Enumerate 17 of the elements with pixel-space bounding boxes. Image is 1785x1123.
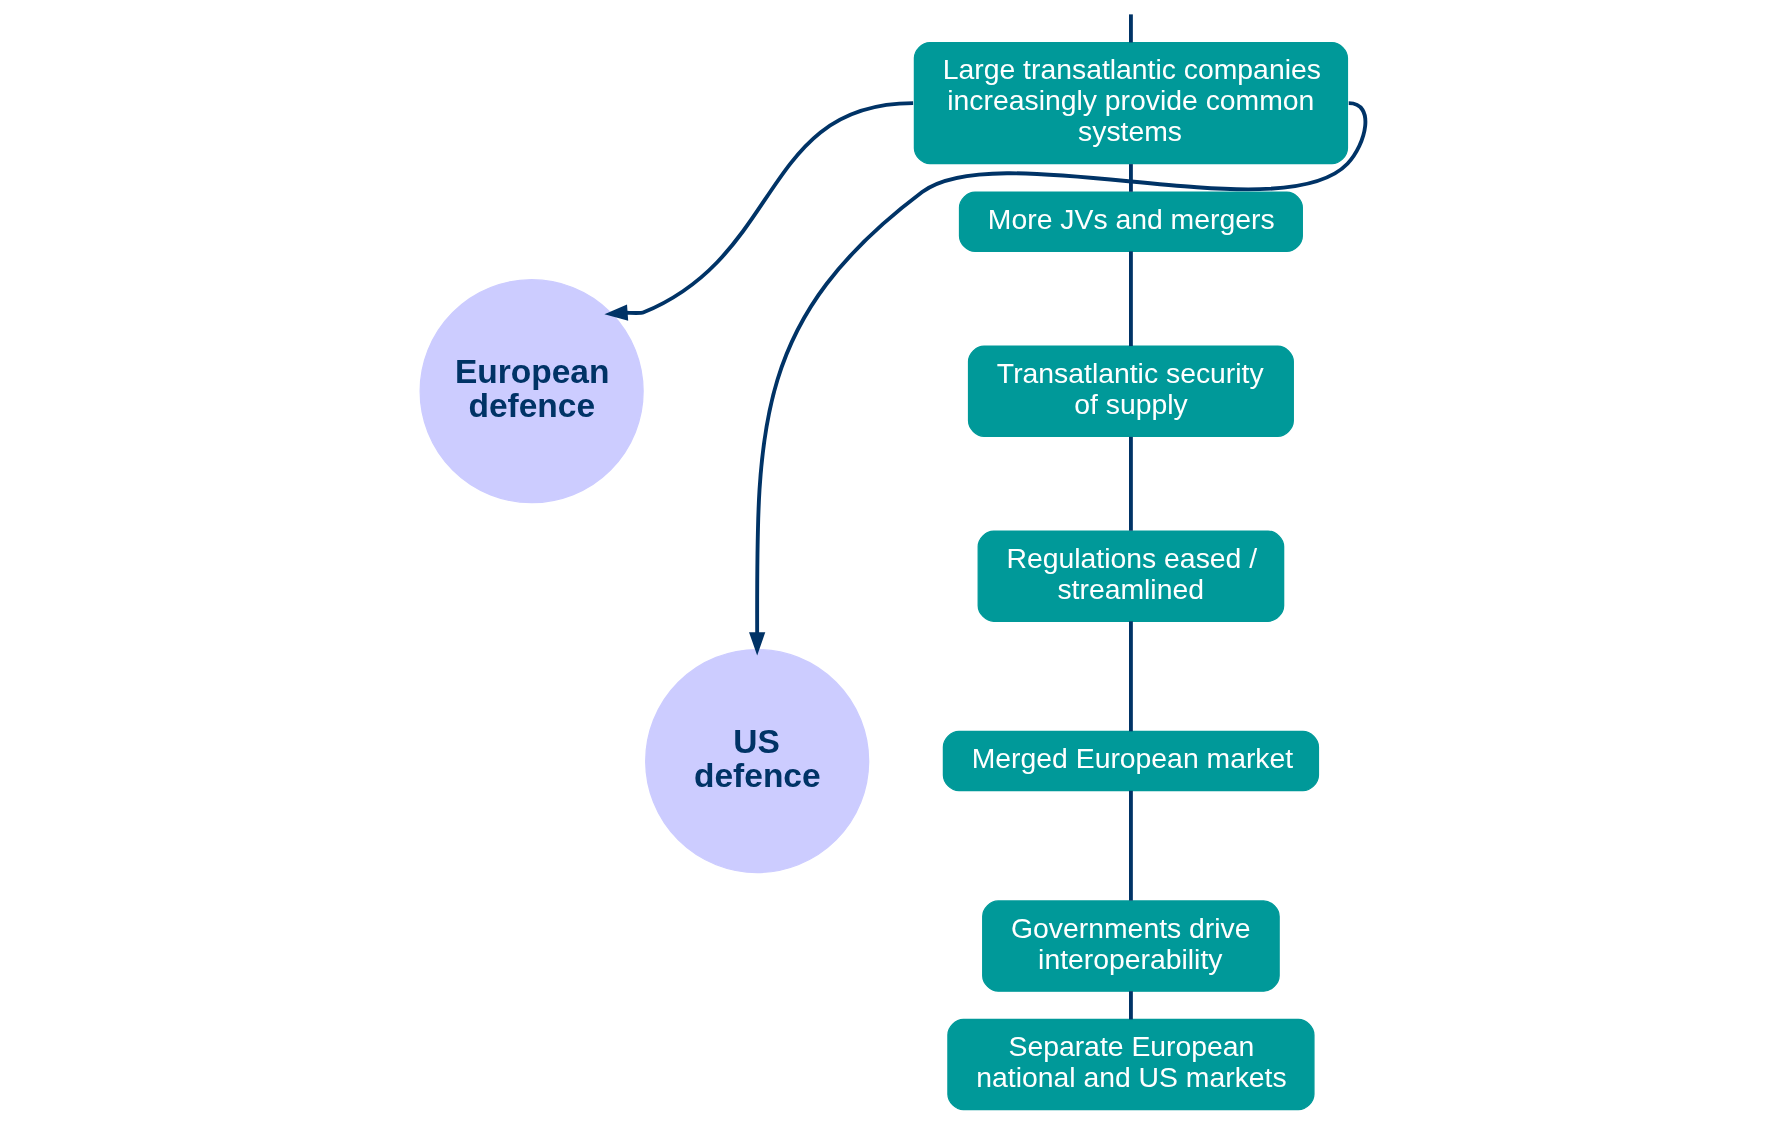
connector <box>1128 621 1133 732</box>
node-box: More JVs and mergers <box>958 191 1303 252</box>
connector <box>1128 790 1133 901</box>
connector <box>1128 991 1133 1020</box>
connector <box>1128 14 1133 43</box>
arrow <box>603 101 913 321</box>
connector <box>1128 436 1133 531</box>
node-circle: US defence <box>644 648 869 874</box>
node-box: Regulations eased / streamlined <box>977 530 1284 622</box>
connector <box>1128 251 1133 347</box>
node-box: Merged European market <box>942 730 1319 792</box>
node-circle: European defence <box>419 279 644 504</box>
node-box: Governments drive interoperability <box>981 900 1280 992</box>
node-box: Large transatlantic companies increasingly provide common systems <box>913 41 1348 165</box>
node-box: Transatlantic security of supply <box>967 345 1294 437</box>
node-box: Separate European national and US markets <box>946 1018 1315 1111</box>
connector <box>1128 164 1133 192</box>
